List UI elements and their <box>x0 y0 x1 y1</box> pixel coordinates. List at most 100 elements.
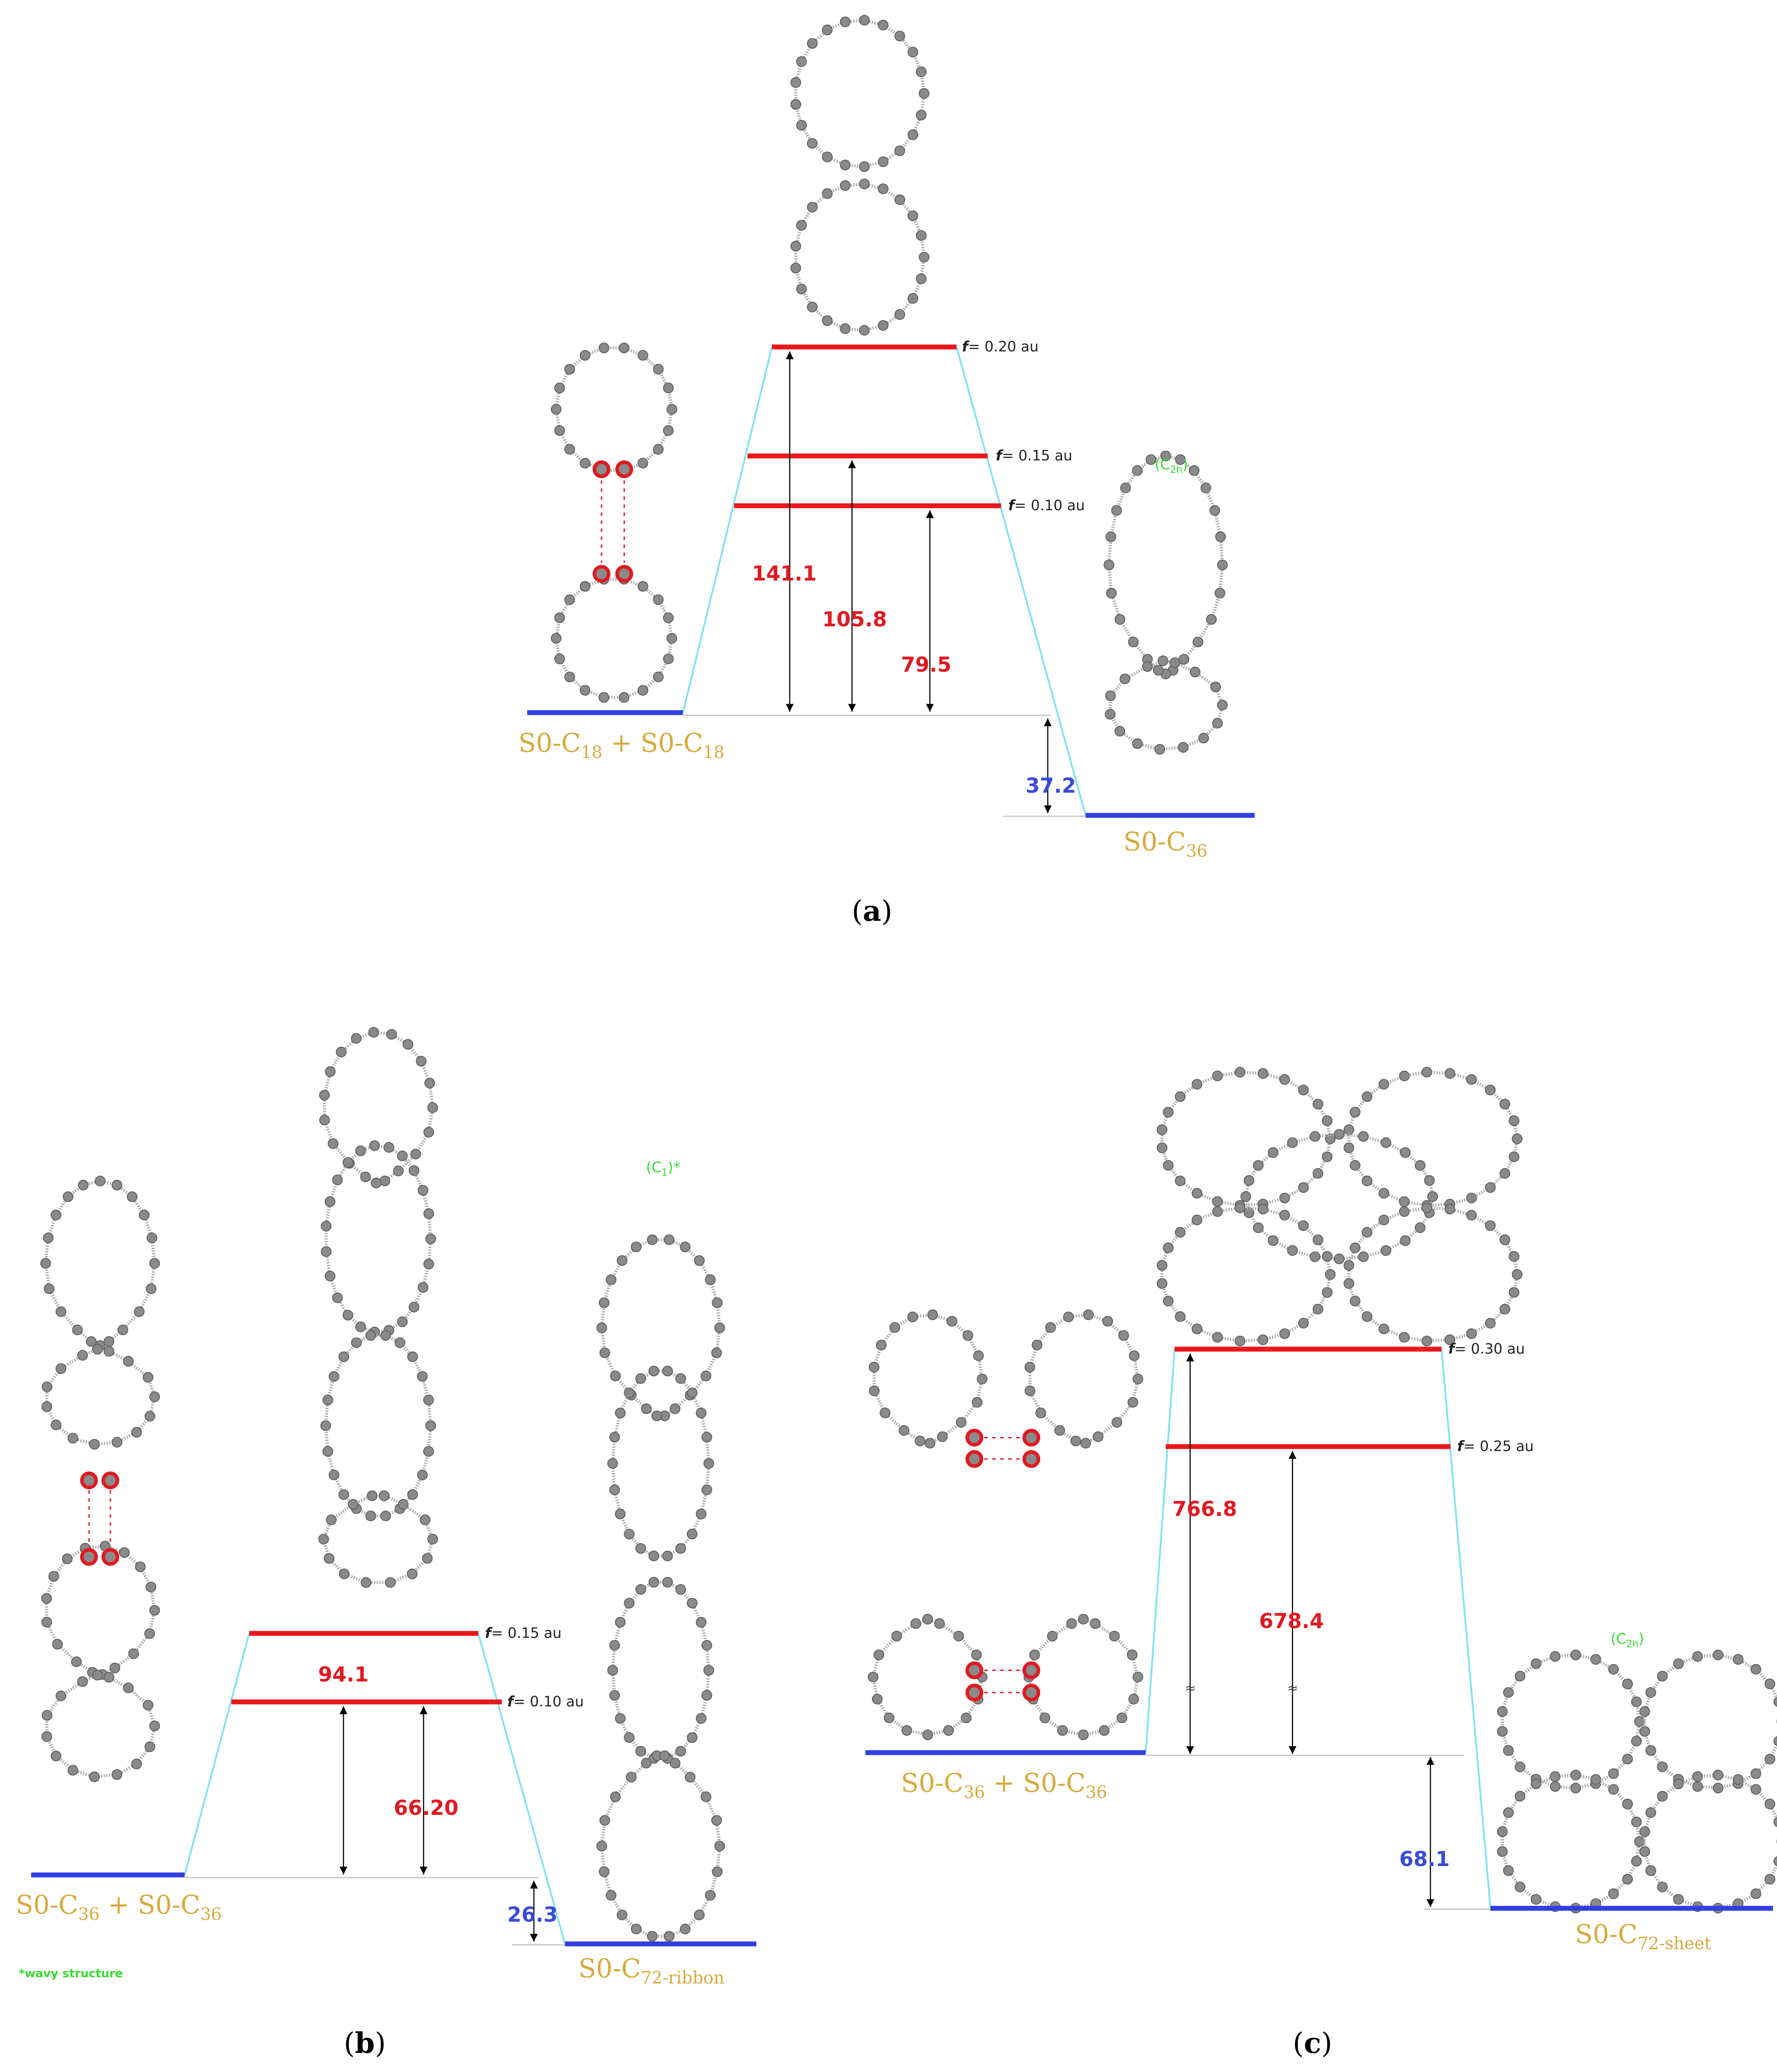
carbon-atom <box>615 1616 626 1628</box>
carbon-atom <box>397 1150 408 1161</box>
carbon-atom <box>1163 1107 1174 1118</box>
carbon-atom <box>1673 1894 1684 1905</box>
carbon-atom <box>1673 1658 1684 1669</box>
carbon-atom <box>807 302 818 313</box>
carbon-atom <box>615 1713 626 1724</box>
carbon-atom <box>1175 1227 1186 1238</box>
carbon-atom <box>946 1316 957 1327</box>
carbon-atom <box>326 1514 337 1525</box>
carbon-atom <box>1622 1754 1633 1765</box>
carbon-atom <box>1497 1846 1508 1857</box>
carbon-atom <box>1169 657 1180 668</box>
carbon-atom <box>624 1597 635 1608</box>
carbon-atom <box>319 1090 330 1100</box>
carbon-atom <box>416 1056 427 1067</box>
carbon-atom <box>50 1419 61 1431</box>
carbon-atom <box>1257 1068 1268 1079</box>
carbon-atom <box>687 1732 698 1743</box>
carbon-atom <box>1349 1242 1361 1254</box>
carbon-atom <box>564 364 575 375</box>
carbon-atom <box>1622 1678 1633 1689</box>
carbon-atom <box>822 24 833 36</box>
carbon-atom <box>322 1446 333 1457</box>
carbon-atom <box>1381 1137 1391 1148</box>
carbon-atom <box>1115 614 1126 625</box>
carbon-atom <box>790 77 801 88</box>
carbon-atom <box>711 1815 722 1826</box>
carbon-atom <box>1257 1334 1268 1345</box>
carbon-atom <box>1485 1220 1496 1231</box>
carbon-atom <box>1343 1278 1354 1289</box>
panel-a-product-label: S0-C36 <box>1123 826 1208 861</box>
carbon-atom <box>1499 1234 1510 1246</box>
carbon-atom <box>891 1631 902 1642</box>
carbon-atom <box>648 1366 659 1377</box>
panel-a-reactant-label: S0-C18 + S0-C18 <box>518 728 724 762</box>
carbon-atom <box>1191 1188 1203 1199</box>
carbon-atom <box>1750 1888 1761 1899</box>
panel-b-reactant-molecules <box>40 1176 160 1782</box>
carbon-atom <box>607 1665 618 1676</box>
carbon-atom <box>1129 1350 1140 1361</box>
carbon-atom <box>695 1508 707 1520</box>
carbon-atom <box>1132 465 1143 476</box>
panel-b-symmetry-label: (C1)* <box>646 1159 680 1178</box>
carbon-atom <box>1631 1816 1642 1827</box>
carbon-atom <box>701 1690 712 1701</box>
carbon-atom <box>1083 1309 1094 1320</box>
carbon-atom <box>371 1177 382 1189</box>
carbon-atom <box>647 1931 658 1942</box>
panel-a-f-label-2: f= 0.15 au <box>996 447 1072 464</box>
carbon-atom <box>1692 1771 1703 1782</box>
carbon-atom <box>365 1330 376 1341</box>
carbon-atom <box>1570 1782 1581 1794</box>
carbon-atom <box>840 180 851 191</box>
carbon-atom <box>385 1577 396 1588</box>
carbon-atom <box>914 1435 925 1447</box>
carbon-atom <box>1499 1168 1510 1179</box>
carbon-atom <box>1497 1706 1508 1717</box>
carbon-atom <box>635 1543 646 1554</box>
carbon-atom <box>1206 614 1217 625</box>
carbon-atom <box>1503 1687 1514 1698</box>
carbon-atom <box>1093 1431 1104 1442</box>
carbon-atom <box>427 1534 438 1544</box>
carbon-atom <box>1444 1334 1455 1345</box>
carbon-atom <box>119 1547 130 1558</box>
carbon-atom <box>1268 1235 1279 1246</box>
carbon-atom <box>1215 588 1225 599</box>
carbon-atom <box>894 145 905 156</box>
carbon-atom <box>703 1458 714 1469</box>
carbon-atom <box>144 1741 155 1752</box>
carbon-atom <box>146 1232 158 1243</box>
carbon-atom <box>328 1371 339 1382</box>
carbon-atom <box>1773 1697 1777 1707</box>
panel-a-product-molecule <box>1103 451 1228 755</box>
carbon-atom <box>423 1446 434 1457</box>
carbon-atom <box>1466 1193 1477 1204</box>
carbon-atom <box>1444 1068 1455 1079</box>
carbon-atom <box>43 1232 54 1243</box>
carbon-atom <box>711 1347 722 1358</box>
carbon-atom <box>1514 1791 1526 1802</box>
panel-c-reactant-label: S0-C36 + S0-C36 <box>901 1768 1107 1802</box>
carbon-atom <box>973 1350 984 1361</box>
carbon-atom <box>92 1344 103 1355</box>
carbon-atom <box>63 1191 73 1202</box>
carbon-atom <box>1531 1658 1542 1669</box>
carbon-atom <box>380 1330 391 1341</box>
carbon-atom <box>653 364 664 375</box>
carbon-atom <box>1066 1618 1077 1629</box>
carbon-atom <box>551 404 561 415</box>
carbon-atom <box>1750 1768 1761 1779</box>
carbon-atom <box>700 1371 711 1382</box>
carbon-atom <box>1466 1209 1477 1221</box>
carbon-atom <box>1343 1142 1354 1153</box>
carbon-atom <box>599 1347 610 1358</box>
carbon-atom <box>128 1648 139 1659</box>
carbon-atom <box>916 109 927 121</box>
carbon-atom <box>1608 1768 1619 1779</box>
carbon-atom <box>675 1543 686 1554</box>
panel-c-break-mark-2: ≈ <box>1287 1681 1298 1696</box>
panel-a: f= 0.20 au f= 0.15 au f= 0.10 au 141.1 1… <box>518 15 1255 928</box>
